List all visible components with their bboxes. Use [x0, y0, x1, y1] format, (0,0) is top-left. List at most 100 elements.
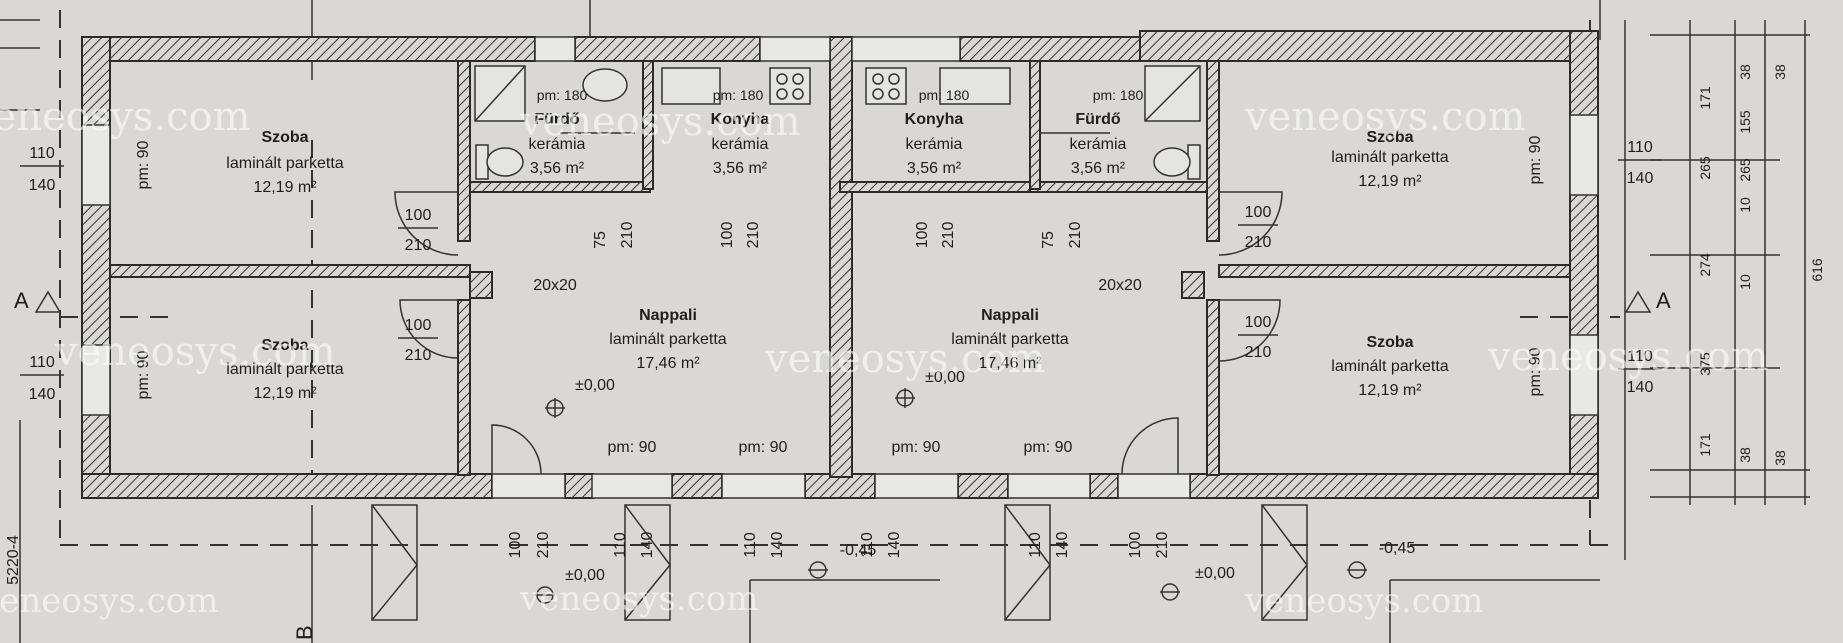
door-width: 75 — [592, 231, 609, 249]
door-width: 100 — [1245, 204, 1272, 221]
room-name: Konyha — [905, 111, 964, 128]
room-area: 12,19 m² — [1358, 173, 1422, 190]
watermark: veneosys.com — [519, 579, 758, 619]
window-width: 110 — [1627, 139, 1653, 156]
level-label: -0,45 — [840, 542, 877, 559]
room-name: Szoba — [261, 129, 308, 146]
door-height: 210 — [619, 222, 636, 249]
sill-height: pm: 90 — [892, 439, 941, 456]
window-height: 140 — [639, 532, 656, 559]
door-height: 210 — [1154, 532, 1171, 559]
dim: 38 — [1772, 450, 1788, 466]
section-b: B — [292, 625, 317, 640]
door-height: 210 — [405, 347, 432, 364]
door-width: 100 — [1245, 314, 1272, 331]
walls — [81, 30, 1599, 499]
dim: 155 — [1737, 110, 1753, 134]
watermark: veneosys.com — [1244, 94, 1526, 140]
window-width: 110 — [29, 354, 55, 371]
room-label-living-left: Nappali laminált parketta 17,46 m² ±0,00 — [575, 307, 727, 394]
dim: 10 — [1737, 274, 1753, 290]
dim: 171 — [1697, 86, 1713, 110]
room-area: 12,19 m² — [253, 385, 317, 402]
watermark: veneosys.com — [54, 329, 336, 375]
window-height: 140 — [1627, 379, 1654, 396]
room-label-right-bottom: Szoba laminált parketta 12,19 m² — [1331, 334, 1448, 399]
door-width: 100 — [405, 207, 432, 224]
door-height: 210 — [405, 237, 432, 254]
room-floor: laminált parketta — [1331, 149, 1448, 166]
room-label-right-top: Szoba laminált parketta 12,19 m² — [1331, 129, 1448, 190]
section-a-left: A — [14, 288, 29, 313]
watermark: veneosys.com — [764, 336, 1046, 382]
room-area: 3,56 m² — [1071, 160, 1126, 177]
window-height: 140 — [769, 532, 786, 559]
room-floor: laminált parketta — [951, 331, 1068, 348]
window-height: 140 — [886, 532, 903, 559]
windows — [81, 36, 1599, 499]
door-width: 100 — [507, 532, 524, 559]
dimension-chain-right — [1650, 20, 1810, 505]
room-floor: laminált parketta — [609, 331, 726, 348]
sill-height: pm: 180 — [537, 87, 588, 103]
door-height: 210 — [535, 532, 552, 559]
sill-height: pm: 90 — [739, 439, 788, 456]
room-area: 3,56 m² — [713, 160, 768, 177]
dim: 38 — [1772, 64, 1788, 80]
exterior-levels: ±0,00 -0,45 ±0,00 -0,45 — [565, 540, 1415, 584]
window-sill-labels: pm: 90 pm: 90 pm: 90 pm: 90 pm: 90 pm: 9… — [135, 135, 1544, 456]
kitchen-sink-left-icon — [661, 67, 721, 105]
level-label: ±0,00 — [1195, 565, 1235, 582]
window-width: 110 — [742, 532, 759, 558]
room-area: 12,19 m² — [253, 179, 317, 196]
room-name: Nappali — [981, 307, 1039, 324]
sink-left-icon — [582, 68, 628, 102]
room-area: 3,56 m² — [907, 160, 962, 177]
column-right — [1181, 271, 1205, 299]
sill-height: pm: 90 — [135, 140, 152, 189]
room-name: Fürdő — [534, 111, 580, 128]
watermark: veneosys.com — [519, 99, 801, 145]
door-width: 100 — [719, 222, 736, 249]
watermark: veneosys.com — [1487, 334, 1769, 380]
room-label-bath-left: pm: 180 Fürdő kerámia 3,56 m² — [529, 87, 588, 177]
dim-total: 616 — [1809, 258, 1825, 282]
watermark: veneosys.com — [1244, 581, 1483, 621]
room-area: 17,46 m² — [978, 355, 1042, 372]
door-width: 100 — [405, 317, 432, 334]
doors — [394, 132, 1283, 475]
dim: 265 — [1697, 156, 1713, 180]
room-label-living-right: Nappali laminált parketta 17,46 m² ±0,00 — [925, 307, 1069, 386]
room-floor: kerámia — [1070, 136, 1127, 153]
dim: 171 — [1697, 433, 1713, 457]
sill-height: pm: 90 — [135, 350, 152, 399]
room-name: Fürdő — [1075, 111, 1121, 128]
room-name: Konyha — [711, 111, 770, 128]
window-width: 110 — [1027, 532, 1044, 558]
column-size: 20x20 — [533, 277, 577, 294]
window-width: 110 — [29, 145, 55, 162]
room-floor: laminált parketta — [226, 361, 343, 378]
room-floor: kerámia — [906, 136, 963, 153]
dim: 375 — [1697, 352, 1713, 376]
side-code: 5220-4 — [5, 535, 22, 585]
level-label: ±0,00 — [565, 567, 605, 584]
dim: 265 — [1737, 158, 1753, 182]
kitchen-sink-right-icon — [939, 67, 1011, 105]
floor-level: ±0,00 — [925, 369, 965, 386]
column-left — [469, 271, 493, 299]
toilet-left-icon — [475, 144, 489, 180]
door-height: 210 — [1067, 222, 1084, 249]
sill-height: pm: 90 — [1527, 135, 1544, 184]
door-height: 210 — [1245, 234, 1272, 251]
window-height: 140 — [29, 386, 56, 403]
stove-right-icon — [865, 67, 907, 105]
column-size: 20x20 — [1098, 277, 1142, 294]
door-height: 210 — [940, 222, 957, 249]
window-height: 140 — [1627, 170, 1654, 187]
room-floor: laminált parketta — [226, 155, 343, 172]
window-width: 110 — [859, 532, 876, 558]
door-width: 75 — [1040, 231, 1057, 249]
door-width: 100 — [1127, 532, 1144, 559]
